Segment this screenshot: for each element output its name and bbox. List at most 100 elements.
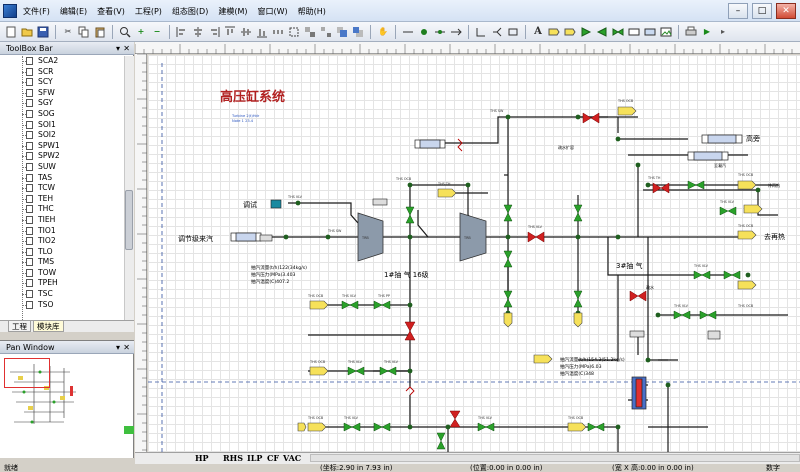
split-icon[interactable]	[490, 25, 504, 39]
tree-item[interactable]: SPW2	[0, 151, 124, 162]
node-tag: THS VLV	[383, 360, 399, 364]
node-tool-icon[interactable]	[417, 25, 431, 39]
tree-item[interactable]: SOI2	[0, 130, 124, 141]
align-bottom-icon[interactable]	[255, 25, 269, 39]
tree-item[interactable]: SOG	[0, 109, 124, 120]
canvas-horizontal-scrollbar[interactable]	[310, 454, 800, 462]
align-top-icon[interactable]	[223, 25, 237, 39]
front-icon[interactable]	[335, 25, 349, 39]
menu-model[interactable]: 建模(M)	[218, 7, 248, 16]
merge-icon[interactable]	[506, 25, 520, 39]
back-icon[interactable]	[351, 25, 365, 39]
sheet-tab-vac[interactable]: VAC	[283, 453, 302, 463]
menu-diagram[interactable]: 组态图(D)	[171, 7, 209, 16]
pan-viewport-rect[interactable]	[4, 358, 50, 388]
ungroup-icon[interactable]	[319, 25, 333, 39]
align-right-icon[interactable]	[207, 25, 221, 39]
tree-item[interactable]: SCR	[0, 67, 124, 78]
sheet-tab-ilp[interactable]: ILP	[247, 453, 263, 463]
tree-item[interactable]: TSC	[0, 289, 124, 300]
sheet-tab-hp[interactable]: HP	[195, 453, 209, 463]
tree-item[interactable]: TEH	[0, 194, 124, 205]
new-file-icon[interactable]	[4, 25, 18, 39]
node-tag: THS VLV	[527, 225, 543, 229]
valve-tool-icon[interactable]	[611, 25, 625, 39]
toolbox-scrollbar[interactable]	[124, 56, 134, 320]
paste-icon[interactable]	[93, 25, 107, 39]
module-file-icon	[26, 194, 33, 203]
image-tool-icon[interactable]	[659, 25, 673, 39]
pump-tool-icon[interactable]	[579, 25, 593, 39]
menu-view[interactable]: 查看(V)	[97, 7, 125, 16]
line-tool-icon[interactable]	[401, 25, 415, 39]
print-icon[interactable]	[684, 25, 698, 39]
minimize-button[interactable]: –	[728, 3, 748, 19]
group-icon[interactable]	[303, 25, 317, 39]
close-pane-icon[interactable]: ✕	[123, 343, 130, 352]
tree-item[interactable]: TOW	[0, 268, 124, 279]
close-button[interactable]: ✕	[776, 3, 796, 19]
pin-icon[interactable]: ▾	[115, 343, 120, 352]
tab-module-library[interactable]: 模块库	[33, 321, 64, 332]
pipe-tool-icon[interactable]	[433, 25, 447, 39]
maximize-button[interactable]: □	[752, 3, 772, 19]
tab-project[interactable]: 工程	[8, 321, 31, 332]
tree-item[interactable]: SFW	[0, 88, 124, 99]
pan-handle[interactable]	[124, 426, 134, 434]
copy-icon[interactable]	[77, 25, 91, 39]
open-folder-icon[interactable]	[20, 25, 34, 39]
run-icon[interactable]: ▶	[703, 27, 711, 36]
menu-project[interactable]: 工程(P)	[134, 7, 162, 16]
connect-icon[interactable]	[474, 25, 488, 39]
tree-item[interactable]: TPEH	[0, 278, 124, 289]
tree-item[interactable]: TIEH	[0, 215, 124, 226]
distribute-icon[interactable]	[271, 25, 285, 39]
tree-item[interactable]: SGY	[0, 98, 124, 109]
sheet-tab-rhs[interactable]: RHS	[223, 453, 243, 463]
module-file-icon	[26, 78, 33, 87]
rect-tool-icon[interactable]	[627, 25, 641, 39]
tree-item[interactable]: SOI1	[0, 120, 124, 131]
module-file-icon	[26, 120, 33, 129]
tree-item[interactable]: SCY	[0, 77, 124, 88]
menu-file[interactable]: 文件(F)	[23, 7, 50, 16]
tree-item[interactable]: TAS	[0, 173, 124, 184]
menu-window[interactable]: 窗口(W)	[257, 7, 288, 16]
text-tool-icon[interactable]: A	[534, 26, 542, 37]
signal-tool-icon[interactable]	[449, 25, 463, 39]
tree-item[interactable]: SCA2	[0, 56, 124, 67]
tree-item[interactable]: TIO1	[0, 226, 124, 237]
tree-item[interactable]: THC	[0, 204, 124, 215]
align-left-icon[interactable]	[175, 25, 189, 39]
close-pane-icon[interactable]: ✕	[123, 44, 130, 53]
step-icon[interactable]: ▸	[720, 27, 725, 36]
zoom-in-icon[interactable]	[118, 25, 132, 39]
pin-icon[interactable]: ▾	[115, 44, 120, 53]
pan-hand-icon[interactable]: ✋	[378, 27, 388, 36]
minus-icon[interactable]: −	[153, 27, 161, 36]
note-text: Turbine 2(t)Hdr	[231, 114, 260, 118]
tree-item[interactable]: TCW	[0, 183, 124, 194]
toolbox-scroll-thumb[interactable]	[125, 190, 133, 250]
diagram-canvas[interactable]: 高压缸系统 Turbine 2(t)Hdr Note 1 23.4 调试 调节级…	[148, 55, 800, 452]
tree-item[interactable]: SPW1	[0, 141, 124, 152]
save-icon[interactable]	[36, 25, 50, 39]
align-center-icon[interactable]	[191, 25, 205, 39]
cut-icon[interactable]: ✂	[64, 27, 72, 36]
tree-item[interactable]: TLO	[0, 247, 124, 258]
tree-item[interactable]: TSO	[0, 300, 124, 311]
align-middle-icon[interactable]	[239, 25, 253, 39]
sheet-tab-cf[interactable]: CF	[267, 453, 280, 463]
plus-icon[interactable]: +	[137, 27, 145, 36]
tank-tool-icon[interactable]	[547, 25, 561, 39]
menu-edit[interactable]: 编辑(E)	[59, 7, 88, 16]
hx-tool-icon[interactable]	[643, 25, 657, 39]
pan-thumbnail[interactable]	[4, 356, 124, 456]
tree-item[interactable]: TMS	[0, 257, 124, 268]
fan-tool-icon[interactable]	[595, 25, 609, 39]
same-size-icon[interactable]	[287, 25, 301, 39]
tree-item[interactable]: TIO2	[0, 236, 124, 247]
tank-tool-2-icon[interactable]	[563, 25, 577, 39]
tree-item[interactable]: SUW	[0, 162, 124, 173]
menu-help[interactable]: 帮助(H)	[297, 7, 326, 16]
